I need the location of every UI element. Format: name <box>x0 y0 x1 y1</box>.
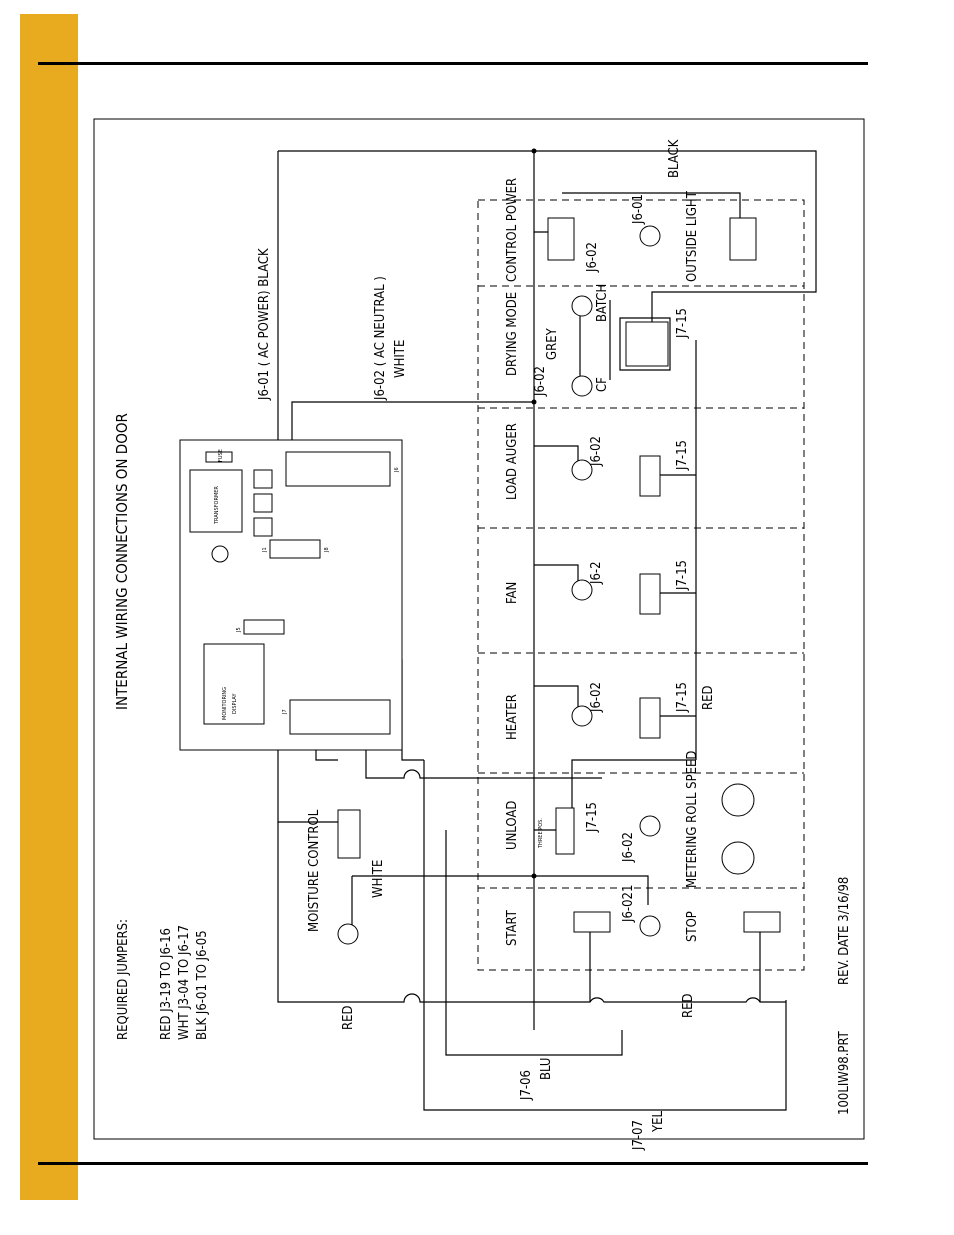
top-rule <box>38 62 868 65</box>
pin-label-j7-15-load: J7-15 <box>675 440 690 471</box>
stop-button <box>743 911 781 933</box>
pin-label-j6-2-fan: J6-2 <box>589 561 604 585</box>
start-button <box>573 911 611 933</box>
components <box>337 217 781 945</box>
j7-06-label: J7-06 <box>519 1070 534 1101</box>
pin-label-batch: BATCH <box>595 284 610 322</box>
control-power-switch <box>547 217 575 261</box>
board-label-monitoring: MONITORING <box>222 687 228 720</box>
board-label-display: DISPLAY <box>232 693 238 714</box>
pin-label-j7-15-fan: J7-15 <box>675 560 690 591</box>
pin-label-j7-15-unload: J7-15 <box>585 802 600 833</box>
pin-label-red-heater: RED <box>701 685 716 710</box>
red-wire-label-right: RED <box>681 993 696 1018</box>
pin-label-j7-15-drying: J7-15 <box>675 308 690 339</box>
monitoring-display <box>203 643 265 725</box>
board-label-j7: J7 <box>282 709 288 715</box>
neutral-wire-label: J6-02 ( AC NEUTRAL ) <box>373 276 388 401</box>
start-lamp <box>639 915 661 937</box>
metering-knob-1 <box>721 783 755 817</box>
pin-label-j7-15-heater: J7-15 <box>675 682 690 713</box>
moisture-control-switch <box>337 809 361 859</box>
diagram-frame <box>93 118 865 1140</box>
unload-lamp <box>639 815 661 837</box>
section-outside-light: OUTSIDE LIGHT <box>685 190 700 282</box>
bottom-rule <box>38 1162 868 1165</box>
neutral-color-label: WHITE <box>393 340 408 378</box>
pin-label-cf: CF <box>595 377 610 392</box>
section-boxes <box>477 199 805 971</box>
white-wire-label: WHITE <box>371 860 386 898</box>
load-auger-lamp <box>571 459 593 481</box>
section-control-power: CONTROL POWER <box>505 178 520 282</box>
file-name: 100LIW98.PRT <box>837 1030 852 1115</box>
section-heater: HEATER <box>505 694 520 740</box>
pin-label-three-pos: THREE POS. <box>538 818 544 849</box>
blu-label: BLU <box>539 1058 554 1080</box>
board-label-j6: J6 <box>394 467 400 473</box>
wires <box>277 148 817 1111</box>
j6-connector <box>285 451 391 487</box>
jumper-line-1: RED J3-19 TO J6-16 <box>159 928 174 1040</box>
section-moisture-control: MOISTURE CONTROL <box>307 809 322 932</box>
section-start: START <box>505 909 520 946</box>
fan-lamp <box>571 579 593 601</box>
section-load-auger: LOAD AUGER <box>505 423 520 500</box>
pin-label-grey: GREY <box>545 327 560 360</box>
j5-connector <box>243 619 285 635</box>
pin-label-j6-02-heater: J6-02 <box>589 682 604 713</box>
pin-label-j6-02-control: J6-02 <box>585 242 600 273</box>
jumpers-heading: REQUIRED JUMPERS: <box>116 919 131 1040</box>
red-wire-label-left: RED <box>341 1005 356 1030</box>
unload-switch <box>555 807 575 855</box>
j7-connector <box>289 699 391 735</box>
jumper-line-3: BLK J6-01 TO J6-05 <box>195 930 210 1040</box>
batch-lamp <box>571 295 593 317</box>
section-fan: FAN <box>505 582 520 604</box>
jumper-line-2: WHT J3-04 TO J6-17 <box>177 925 192 1040</box>
moisture-control-lamp <box>337 923 359 945</box>
pin-label-j6-02-load: J6-02 <box>589 436 604 467</box>
metering-knob-2 <box>721 841 755 875</box>
fan-switch <box>639 573 661 615</box>
transformer <box>189 469 243 533</box>
board-label-j8: J8 <box>324 547 330 553</box>
outside-light-lamp <box>639 225 661 247</box>
load-auger-switch <box>639 455 661 497</box>
j1-connector <box>269 539 321 559</box>
labels: INTERNAL WIRING CONNECTIONS ON DOOR REQU… <box>113 139 852 1151</box>
heater-switch <box>639 697 661 739</box>
black-wire-label: BLACK <box>667 139 682 178</box>
board-label-j5: J5 <box>236 627 242 633</box>
board-label-fuse: FUSE <box>218 449 224 462</box>
pin-label-j6-02-unload: J6-02 <box>621 832 636 863</box>
board-label-transformer: TRANSFORMER <box>214 486 220 525</box>
controller-board <box>179 439 403 751</box>
power-wire-label: J6-01 ( AC POWER) BLACK <box>257 248 272 401</box>
section-drying-mode: DRYING MODE <box>505 292 520 376</box>
pin-label-j6-02-drying: J6-02 <box>533 366 548 397</box>
j7-07-label: J7-07 <box>631 1120 646 1151</box>
drying-mode-switch <box>625 321 669 367</box>
yel-label: YEL <box>651 1110 666 1133</box>
pin-label-j6-01: J6-01 <box>631 194 646 225</box>
section-stop: STOP <box>685 911 700 942</box>
section-unload: UNLOAD <box>505 801 520 850</box>
heater-lamp <box>571 705 593 727</box>
outside-light-switch <box>729 217 757 261</box>
rev-date: REV. DATE 3/16/98 <box>837 877 852 985</box>
section-metering: METERING ROLL SPEED <box>685 751 700 888</box>
diagram-title: INTERNAL WIRING CONNECTIONS ON DOOR <box>113 413 131 710</box>
cf-lamp <box>571 375 593 397</box>
pin-label-j6-021: J6-021 <box>621 885 636 923</box>
yellow-side-tab <box>20 14 78 1200</box>
board-label-j1: J1 <box>262 547 268 553</box>
